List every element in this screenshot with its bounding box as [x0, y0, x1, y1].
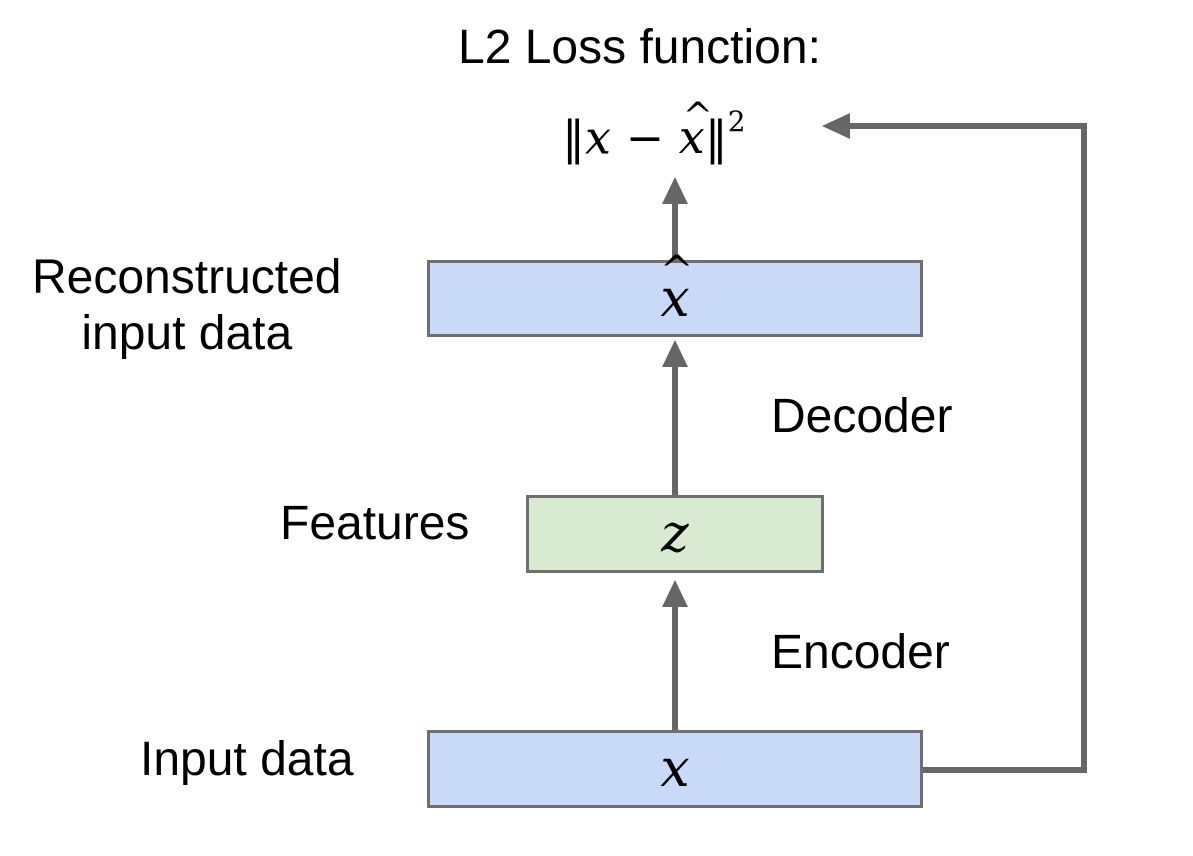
norm-right: ‖ [704, 110, 728, 165]
features-symbol: z [661, 504, 689, 564]
formula-xhat: ^x [679, 96, 713, 165]
input-symbol: x [660, 739, 690, 799]
encoder-label: Encoder [771, 626, 950, 679]
loss-function-title: L2 Loss function: [458, 21, 821, 74]
formula-exponent: 2 [727, 105, 746, 138]
reconstructed-label: Reconstructed input data [32, 250, 342, 362]
reconstructed-symbol: ^ x [659, 247, 694, 329]
reconstructed-box: ^ x [427, 247, 923, 337]
skip-connection-arrowhead [822, 113, 850, 139]
input-box: x [427, 730, 923, 808]
loss-arrowhead [662, 177, 688, 204]
skip-connection-line [848, 123, 1087, 773]
reconstructed-label-line2: input data [81, 307, 293, 360]
loss-formula: ‖x − ^x‖2 [562, 96, 746, 165]
features-box: z [526, 495, 824, 573]
decoder-label: Decoder [771, 390, 953, 443]
formula-minus: − [610, 110, 679, 165]
encoder-arrowhead [662, 580, 688, 607]
formula-hat: ^ [682, 96, 713, 138]
features-label: Features [280, 497, 470, 550]
reconstructed-label-line1: Reconstructed [32, 251, 342, 304]
formula-x: x [585, 110, 611, 165]
decoder-arrowhead [662, 340, 688, 367]
input-label: Input data [140, 733, 354, 786]
norm-left: ‖ [562, 110, 585, 165]
reconstructed-hat: ^ [659, 247, 694, 294]
